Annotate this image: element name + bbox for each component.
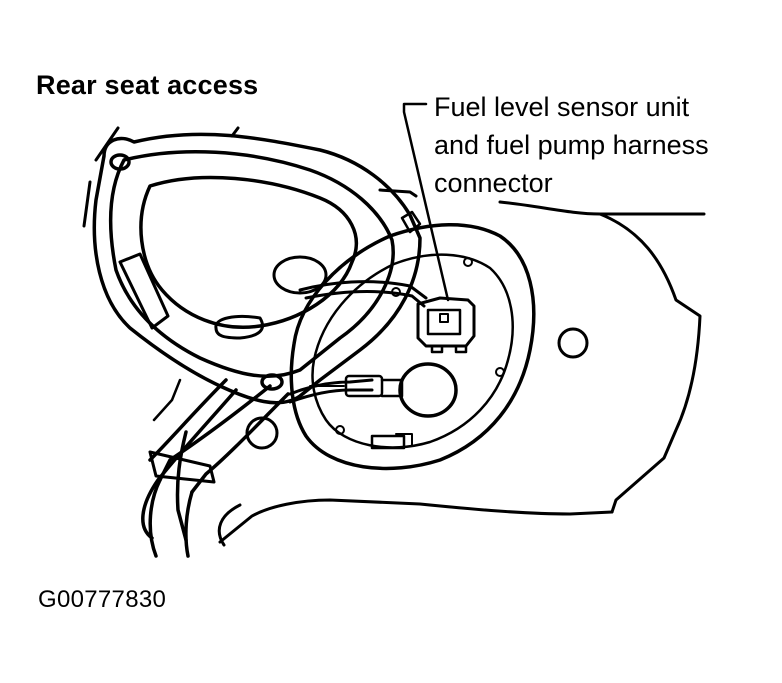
seat-edges — [82, 126, 240, 228]
callout-leader — [402, 102, 450, 302]
pump-flange — [289, 223, 536, 471]
callout-label: Fuel level sensor unit and fuel pump har… — [434, 88, 709, 202]
body-panel-outline — [217, 188, 706, 547]
cable-bundle — [141, 378, 290, 558]
figure-id: G00777830 — [38, 586, 167, 613]
callout-line-2: and fuel pump harness — [434, 130, 709, 160]
harness-connector — [416, 296, 476, 354]
diagram-title: Rear seat access — [36, 70, 259, 100]
access-cover — [92, 132, 422, 405]
harness-wires — [288, 280, 428, 404]
callout-line-3: connector — [434, 168, 553, 198]
callout-line-1: Fuel level sensor unit — [434, 92, 690, 122]
